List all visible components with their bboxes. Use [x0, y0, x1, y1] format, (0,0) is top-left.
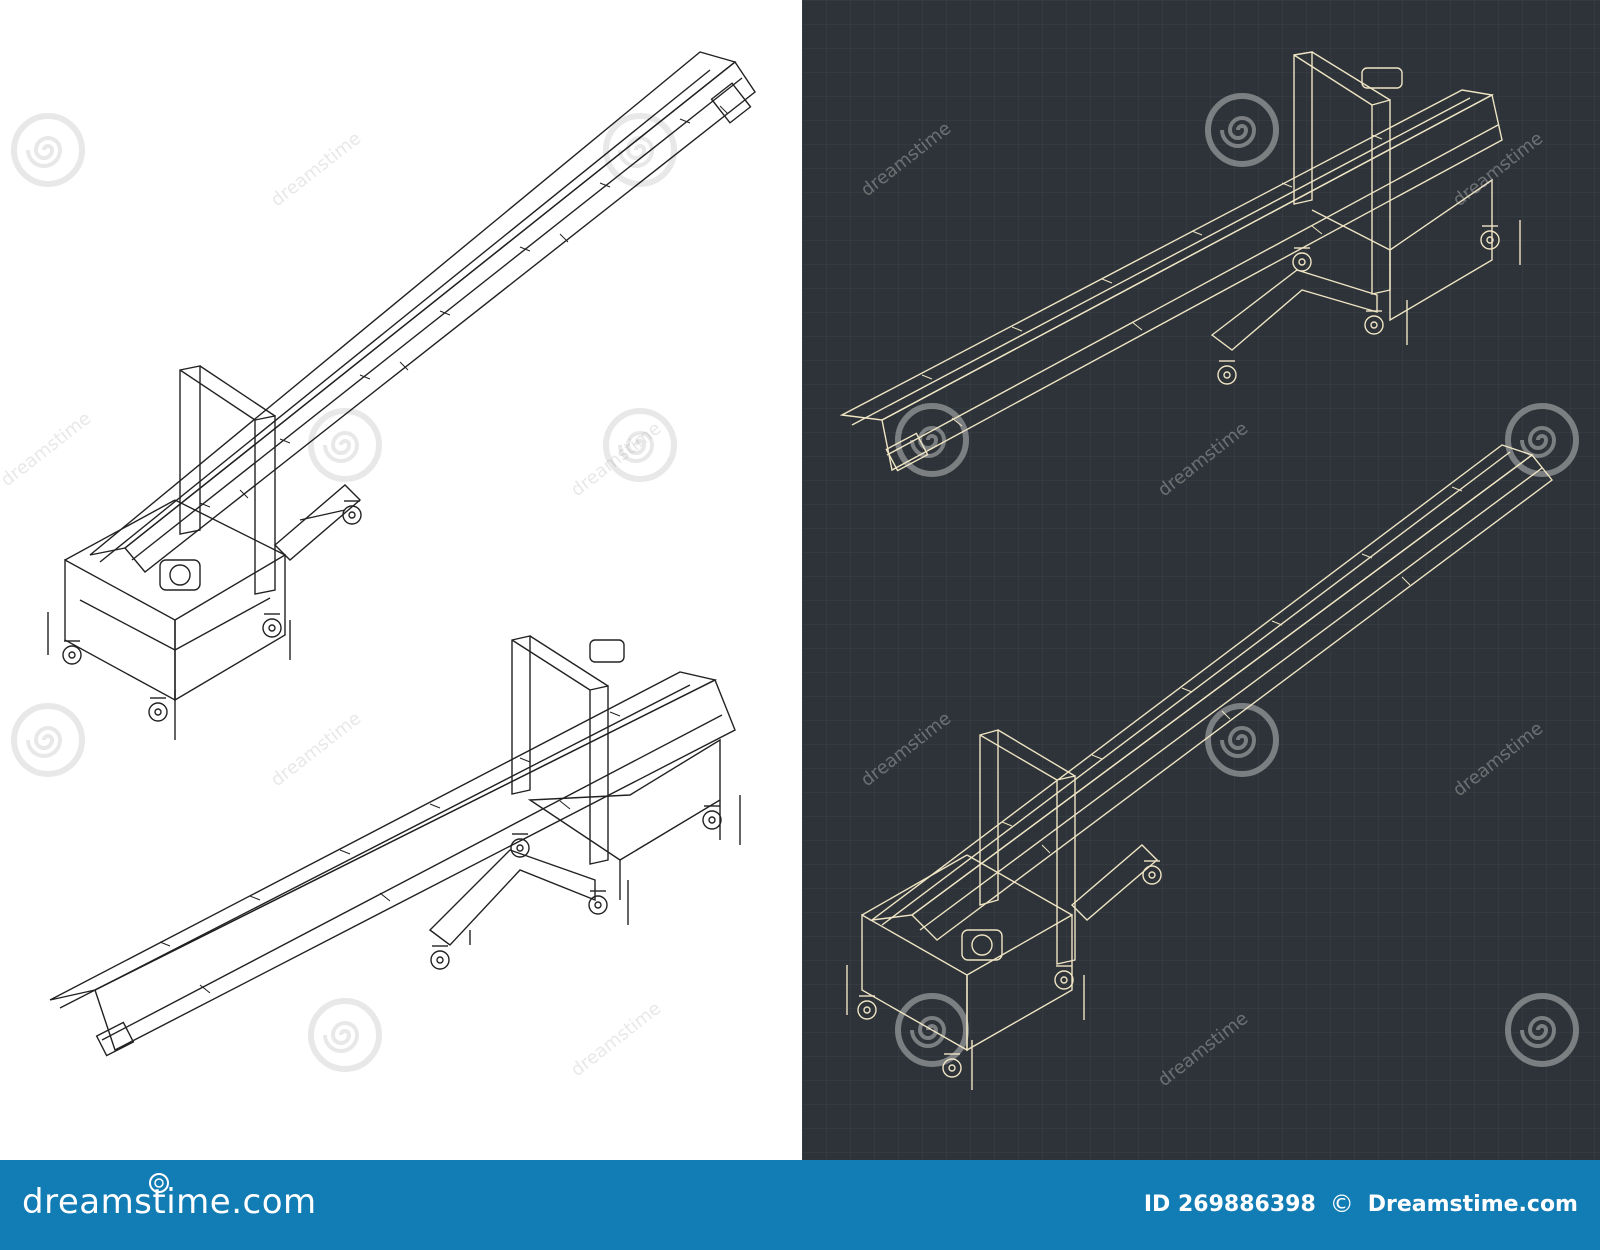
conveyor-drawing-2: [49, 635, 741, 1057]
footer-brand-text: Dreamstime.com: [1367, 1191, 1578, 1217]
dark-panel-drawings: [802, 0, 1600, 1160]
footer-id-group: ID 269886398 © Dreamstime.com: [1144, 1190, 1578, 1218]
light-drawing-panel: dreamstime dreamstime dreamstime dreamst…: [0, 0, 802, 1160]
conveyor-drawing-4: [846, 444, 1553, 1090]
light-spiral-watermarks: [14, 116, 674, 1069]
footer-bar: dreamstime.com ID 269886398 © Dreamstime…: [0, 1160, 1600, 1250]
image-id: ID 269886398: [1143, 1191, 1316, 1217]
dark-drawing-panel: dreamstime dreamstime dreamstime dreamst…: [802, 0, 1600, 1160]
conveyor-drawing-1: [47, 51, 756, 740]
light-panel-drawings: [0, 51, 756, 1160]
footer-logo-text: dreamstime.com: [22, 1182, 317, 1222]
conveyor-drawing-3: [839, 51, 1521, 472]
copyright-symbol: ©: [1329, 1190, 1354, 1218]
spiral-icon: [149, 1173, 169, 1193]
